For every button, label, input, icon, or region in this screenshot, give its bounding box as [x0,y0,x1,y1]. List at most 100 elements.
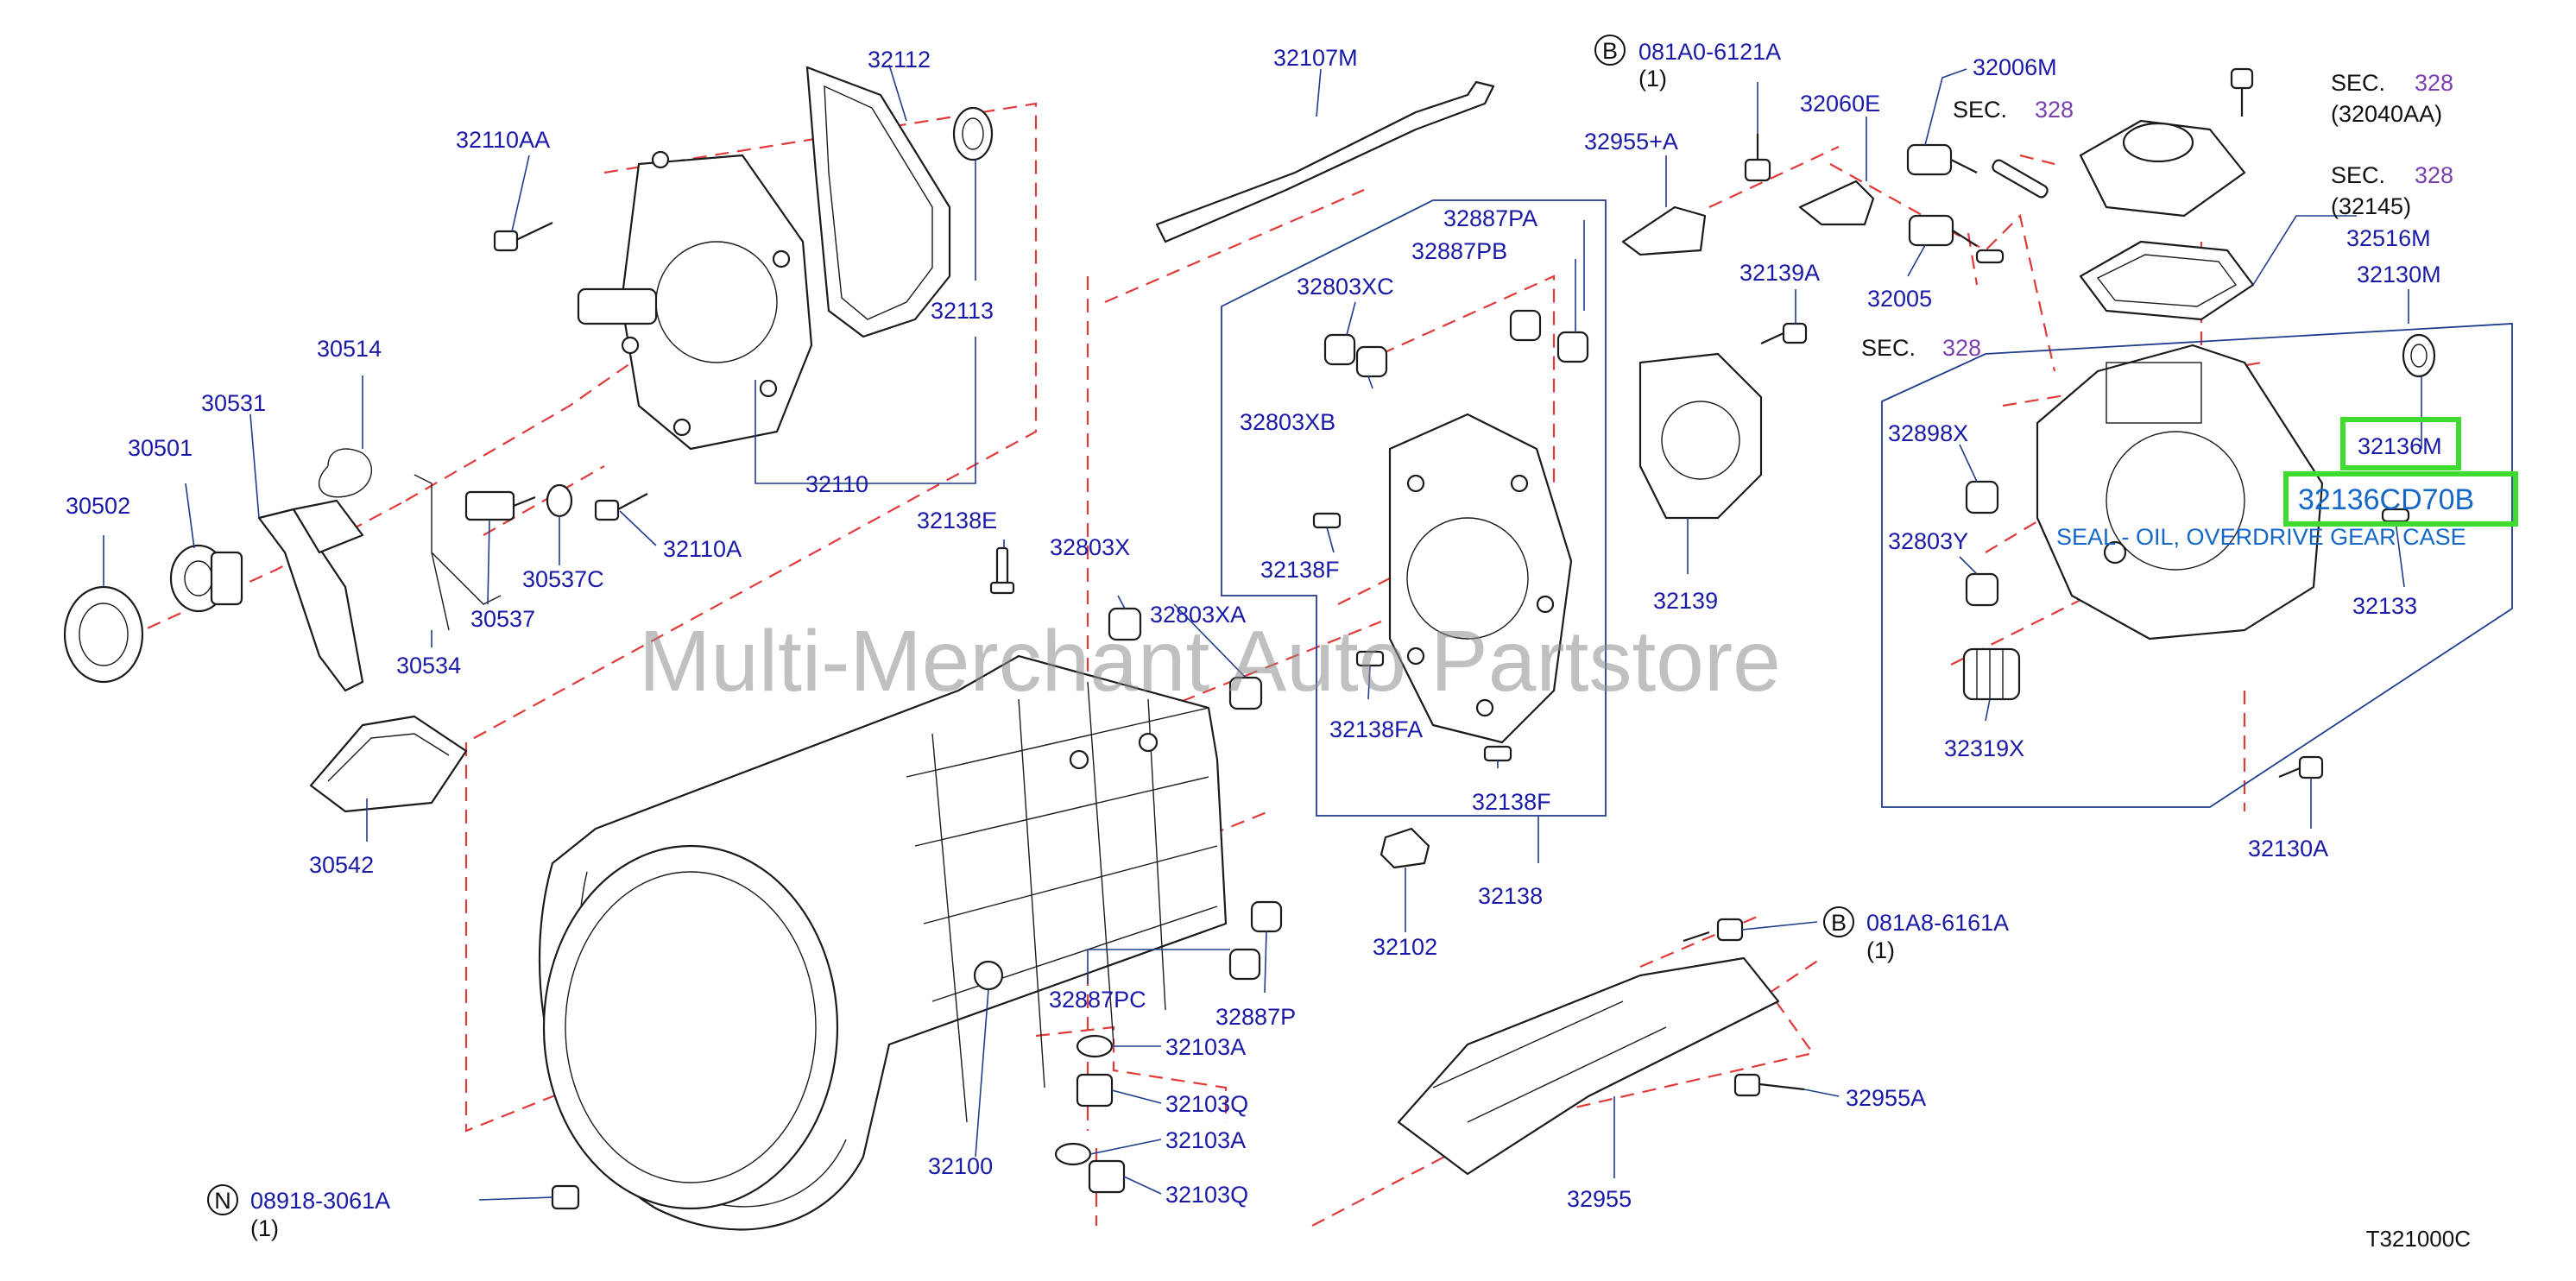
part-label-32136CD70B[interactable]: 32136CD70B [2298,483,2474,516]
part-label-32887P[interactable]: 32887P [1215,1004,1296,1030]
qty-081A0: (1) [1638,66,1667,92]
part-label-32803XC[interactable]: 32803XC [1297,274,1394,300]
part-label-32955A[interactable]: 32955A [1846,1085,1926,1111]
part-label-30514[interactable]: 30514 [317,336,382,362]
part-label-32803XA[interactable]: 32803XA [1150,602,1246,628]
bolt-08918-drawing [551,1184,580,1210]
part-label-32006M[interactable]: 32006M [1973,54,2057,80]
part-label-32005[interactable]: 32005 [1867,286,1932,312]
highlight-box-32136CD70B [2283,471,2518,527]
pivot-30537-drawing [464,490,536,521]
qty-081A8: (1) [1866,937,1895,963]
part-label-30537[interactable]: 30537 [470,606,535,632]
part-label-32955-plus-A[interactable]: 32955+A [1584,129,1678,155]
part-label-32060E[interactable]: 32060E [1800,91,1880,117]
part-label-32955[interactable]: 32955 [1567,1186,1632,1212]
front-cover-drawing [577,150,813,451]
badge-b-top-letter: B [1602,38,1618,64]
part-label-32110AA[interactable]: 32110AA [456,127,550,153]
badge-n-letter: N [214,1188,231,1214]
part-label-32113[interactable]: 32113 [931,298,994,324]
sec-label-1: SEC. [1953,97,2007,123]
badge-n: N [207,1184,238,1215]
part-label-30534[interactable]: 30534 [396,653,461,678]
part-label-32516M[interactable]: 32516M [2346,225,2431,251]
section-references: SEC. 328 SEC. 328 (32040AA) SEC. 328 (32… [1861,70,2453,361]
part-label-32133[interactable]: 32133 [2352,593,2417,619]
part-label-32138F-top[interactable]: 32138F [1260,557,1340,583]
part-label-32102[interactable]: 32102 [1373,934,1437,960]
sec-label-4: SEC. [1861,335,1916,361]
part-label-32138FA[interactable]: 32138FA [1329,716,1423,742]
part-label-32110A[interactable]: 32110A [663,536,742,562]
part-label-32103Q-2[interactable]: 32103Q [1165,1182,1248,1208]
sec-link-328-1[interactable]: 328 [2035,97,2074,123]
plug-32103Q-2-drawing [1088,1159,1126,1194]
part-label-30542[interactable]: 30542 [309,852,374,878]
part-label-32887PC[interactable]: 32887PC [1049,987,1146,1013]
bolt-32110A-drawing [594,493,648,521]
group-frames [1221,199,2513,817]
sec-link-328-3[interactable]: 328 [2415,162,2453,188]
pin-small-drawing [1975,249,2005,264]
bearing-32319X-drawing [1962,647,2021,701]
part-label-32803Y[interactable]: 32803Y [1888,528,1968,554]
part-label-32130A[interactable]: 32130A [2248,836,2328,861]
part-label-32112[interactable]: 32112 [868,47,931,73]
part-label-08918-3061A[interactable]: 08918-3061A [250,1188,390,1214]
clamp-32060E-drawing [1798,180,1875,226]
part-label-32110[interactable]: 32110 [805,471,868,497]
overdrive-case-drawing [2036,344,2324,640]
part-label-32803X[interactable]: 32803X [1050,534,1130,560]
sec-ref-32040AA: (32040AA) [2331,101,2442,127]
transmission-case-drawing [539,654,1228,1231]
bushing-32887PA-drawing [1509,309,1542,342]
part-label-30502[interactable]: 30502 [66,493,130,519]
part-label-32803XB[interactable]: 32803XB [1240,409,1335,435]
part-label-32103Q-1[interactable]: 32103Q [1165,1091,1248,1117]
bushing-32887P-drawing [1250,900,1283,933]
part-label-32887PA[interactable]: 32887PA [1443,205,1537,231]
bolt-32139A-drawing [1760,322,1808,344]
bolt-32130A-drawing [2278,755,2324,779]
part-label-32898X[interactable]: 32898X [1888,420,1968,446]
clip-30534-drawing [414,474,502,631]
leader-lines [103,64,2422,1201]
part-label-30501[interactable]: 30501 [128,435,193,461]
sec-link-328-2[interactable]: 328 [2415,70,2453,96]
bushing-32803Y-drawing [1965,572,1999,607]
center-housing-drawing [1388,413,1573,744]
part-label-32100[interactable]: 32100 [928,1153,993,1179]
part-label-32319X[interactable]: 32319X [1944,735,2024,761]
spring-30514-drawing [319,448,372,498]
part-label-32107M[interactable]: 32107M [1273,45,1358,71]
bearing-30501-drawing [169,544,243,613]
badge-b-bottom: B [1823,906,1854,937]
gasket-32112-drawing [805,66,951,338]
part-label-081A8-6161A[interactable]: 081A8-6161A [1866,910,2009,936]
part-label-32138F-bot[interactable]: 32138F [1472,789,1551,815]
part-label-32887PB[interactable]: 32887PB [1411,238,1507,264]
badge-b-bottom-letter: B [1831,910,1847,936]
gasket-32139-drawing [1638,352,1763,520]
bolt-32110AA-drawing [493,222,553,252]
part-label-32139[interactable]: 32139 [1653,588,1718,614]
part-label-32103A-2[interactable]: 32103A [1165,1127,1246,1153]
switch-32006M-drawing [1906,143,1978,176]
bushing-32887PC-drawing [1228,948,1261,981]
sec-link-328-4[interactable]: 328 [1942,335,1981,361]
part-label-30537C[interactable]: 30537C [522,566,604,592]
part-label-32138[interactable]: 32138 [1478,883,1543,909]
switch-32005-drawing [1908,214,1978,247]
part-label-081A0-6121A[interactable]: 081A0-6121A [1638,39,1781,65]
part-label-32139A[interactable]: 32139A [1739,260,1820,286]
pin-32138E-drawing [989,546,1015,595]
part-label-32103A-1[interactable]: 32103A [1165,1034,1246,1060]
boot-30542-drawing [309,715,468,813]
part-label-30531[interactable]: 30531 [201,390,266,416]
seal-32113-drawing [952,106,994,161]
part-label-32138E[interactable]: 32138E [917,508,997,533]
part-label-32130M[interactable]: 32130M [2357,262,2441,287]
pin-32138F-bot-drawing [1483,745,1512,762]
part-label-32136M[interactable]: 32136M [2358,433,2442,459]
